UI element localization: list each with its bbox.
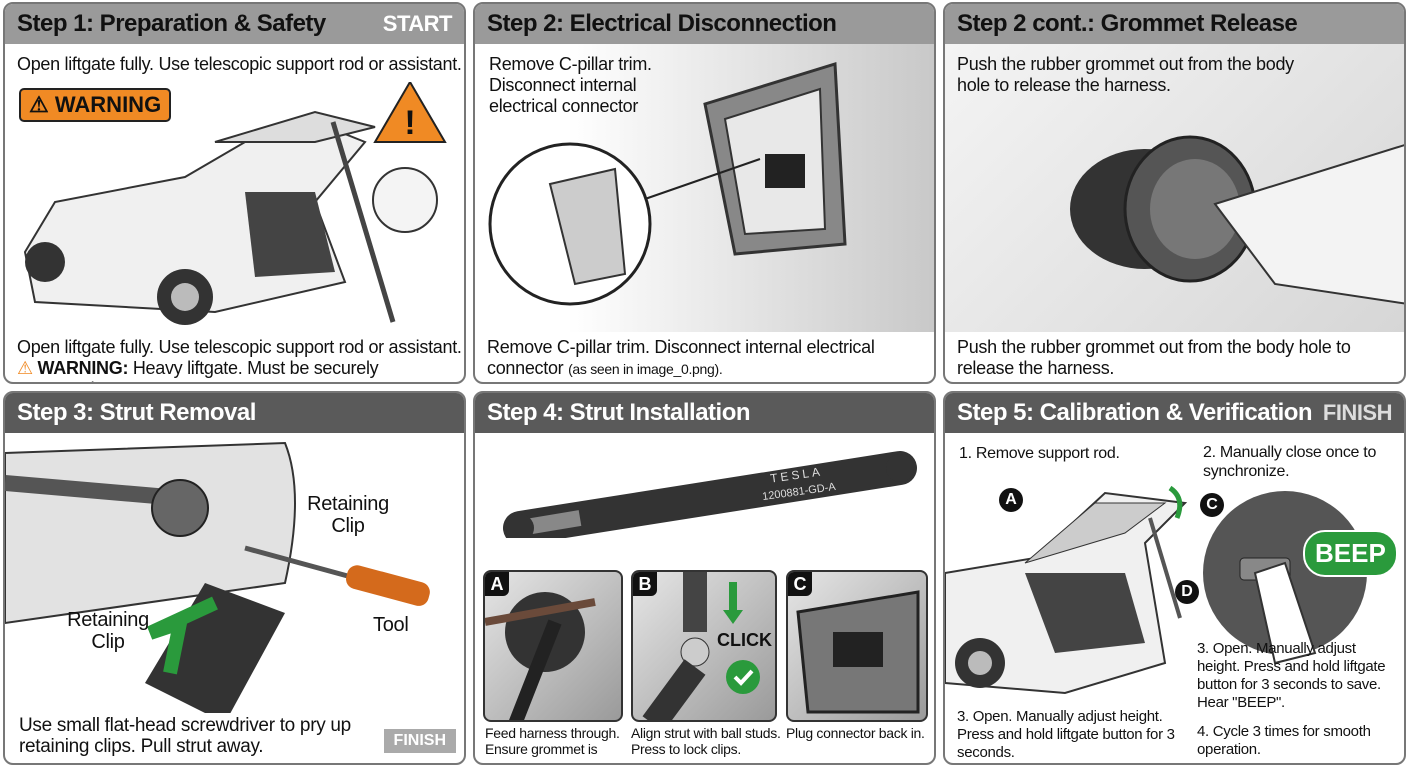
substep-a-image: A bbox=[483, 570, 623, 722]
marker-d: D bbox=[1175, 580, 1199, 604]
step1-intro: Open liftgate fully. Use telescopic supp… bbox=[17, 54, 462, 74]
tool-label: Tool bbox=[373, 614, 409, 636]
step1-header: Step 1: Preparation & Safety START bbox=[5, 4, 464, 44]
step2b-header: Step 2 cont.: Grommet Release bbox=[945, 4, 1404, 44]
car-liftgate-open-illustration: ! bbox=[23, 80, 447, 325]
beep-bubble: BEEP bbox=[1303, 530, 1398, 577]
step5-header: Step 5: Calibration & Verification FINISH bbox=[945, 393, 1404, 433]
badge-b: B bbox=[633, 572, 657, 596]
finish-tag-step5: FINISH bbox=[1322, 400, 1393, 425]
step2-caption: Remove C-pillar trim. Disconnect interna… bbox=[487, 337, 927, 379]
retaining-clip-label-2: Retaining Clip bbox=[67, 609, 149, 653]
warning-label: ⚠ WARNING bbox=[19, 88, 172, 122]
step2-panel: Step 2: Electrical Disconnection Remove … bbox=[473, 2, 936, 384]
step3-header: Step 3: Strut Removal bbox=[5, 393, 464, 433]
step2-caption-text: Remove C-pillar trim. Disconnect interna… bbox=[487, 337, 875, 378]
step2-caption-note: (as seen in image_0.png). bbox=[568, 361, 723, 377]
step5-panel: Step 5: Calibration & Verification FINISH… bbox=[943, 391, 1406, 765]
step1-illustration: ! bbox=[15, 80, 455, 332]
step5-item-2: 2. Manually close once to synchronize. bbox=[1203, 444, 1377, 480]
substep-a-caption: Feed harness through. Ensure grommet is bbox=[485, 725, 620, 757]
strut-illustration: TESLA 1200881-GD-A bbox=[500, 448, 920, 538]
ball-joint-screwdriver-illustration bbox=[5, 441, 430, 723]
substep-c-caption: Plug connector back in. bbox=[786, 725, 925, 741]
step4-panel: Step 4: Strut Installation TESLA 1200881… bbox=[473, 391, 936, 765]
step5-item-3a: 3. Open. Manually adjust height. Press a… bbox=[957, 708, 1175, 761]
grommet-illustration bbox=[945, 44, 1404, 332]
step2b-panel: Step 2 cont.: Grommet Release Push the r… bbox=[943, 2, 1406, 384]
step3-panel: Step 3: Strut Removal Retaining Clip Ret… bbox=[3, 391, 466, 765]
harness-grommet-illustration bbox=[485, 592, 596, 720]
step5-title: Step 5: Calibration & Verification bbox=[957, 399, 1313, 426]
step5-item-4: 4. Cycle 3 times for smooth operation. bbox=[1197, 723, 1371, 758]
step2b-intro: Push the rubber grommet out from the bod… bbox=[957, 54, 1294, 95]
substep-c-image: C bbox=[786, 570, 928, 722]
warning-text: Heavy liftgate. Must be securely support… bbox=[17, 358, 379, 382]
warning-label-text: WARNING bbox=[54, 92, 162, 117]
step2-intro: Remove C-pillar trim. Disconnect interna… bbox=[489, 54, 652, 116]
step1-title: Step 1: Preparation & Safety bbox=[17, 10, 326, 37]
svg-text:!: ! bbox=[404, 104, 415, 142]
click-label: CLICK bbox=[717, 630, 772, 650]
badge-c: C bbox=[788, 572, 812, 596]
connector-illustration bbox=[488, 62, 847, 306]
step1-caption: Open liftgate fully. Use telescopic supp… bbox=[17, 337, 464, 382]
warning-icon: ⚠ bbox=[17, 358, 33, 378]
step3-title: Step 3: Strut Removal bbox=[17, 399, 256, 426]
start-tag: START bbox=[382, 11, 453, 36]
badge-a: A bbox=[485, 572, 509, 596]
grommet-push-illustration bbox=[1070, 135, 1404, 305]
step3-caption: Use small flat-head screwdriver to pry u… bbox=[19, 715, 351, 757]
connector-plug-illustration bbox=[796, 590, 920, 714]
warning-triangle-icon: ⚠ bbox=[29, 92, 49, 117]
ball-stud-click-illustration bbox=[642, 572, 760, 720]
strut-removal-illustration bbox=[5, 433, 464, 723]
step2-header: Step 2: Electrical Disconnection bbox=[475, 4, 934, 44]
warning-prefix: WARNING: bbox=[37, 358, 129, 378]
finish-tag: FINISH bbox=[383, 729, 456, 753]
step4-header: Step 4: Strut Installation bbox=[475, 393, 934, 433]
c-pillar-illustration bbox=[475, 44, 934, 332]
step2-title: Step 2: Electrical Disconnection bbox=[487, 10, 837, 37]
substep-b-caption: Align strut with ball studs. Press to lo… bbox=[631, 725, 781, 757]
step5-item-3b: 3. Open. Manually adjust height. Press a… bbox=[1197, 640, 1386, 711]
step2b-title: Step 2 cont.: Grommet Release bbox=[957, 10, 1298, 37]
step1-caption-line: Open liftgate fully. Use telescopic supp… bbox=[17, 337, 462, 357]
marker-a: A bbox=[999, 488, 1023, 512]
substep-b-image: B CLICK bbox=[631, 570, 777, 722]
step4-title: Step 4: Strut Installation bbox=[487, 399, 751, 426]
step1-panel: Step 1: Preparation & Safety START Open l… bbox=[3, 2, 466, 384]
retaining-clip-label-1: Retaining Clip bbox=[307, 493, 389, 537]
step2b-caption: Push the rubber grommet out from the bod… bbox=[957, 337, 1351, 378]
gas-strut-shape bbox=[503, 451, 917, 538]
marker-c: C bbox=[1200, 493, 1224, 517]
step5-item-1: 1. Remove support rod. bbox=[959, 445, 1120, 462]
